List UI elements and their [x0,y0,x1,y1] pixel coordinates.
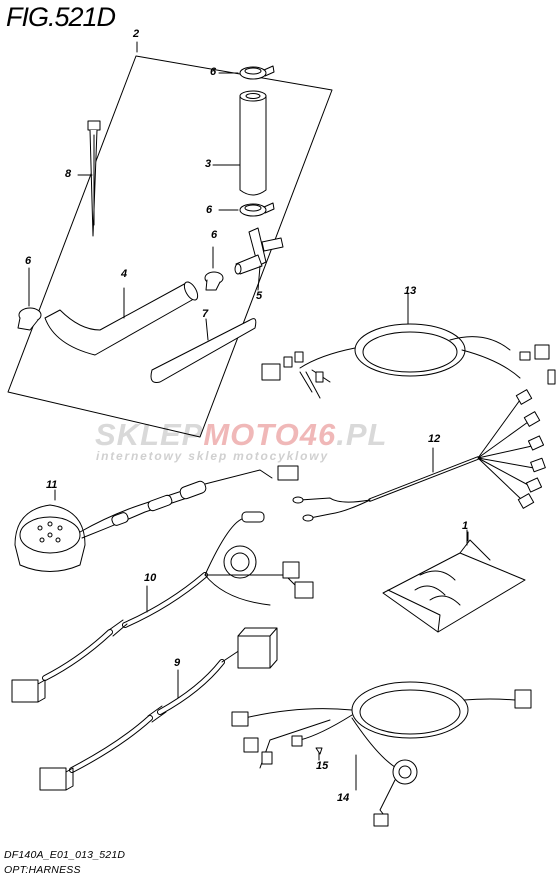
long-hose [150,318,257,383]
callout-4: 4 [121,268,128,280]
figure-title: FIG.521D [6,2,116,32]
figure-caption: OPT:HARNESS [4,864,81,876]
hose-clamp [17,267,42,331]
callout-3: 3 [205,158,212,170]
harness-14 [231,681,532,827]
straight-hose [212,90,267,196]
harness-10 [11,511,314,703]
callout-7: 7 [202,308,209,320]
callout-1: 1 [462,520,469,532]
callout-11: 11 [46,479,58,491]
hose-clamp [218,65,275,80]
parts-bag [382,529,526,633]
callout-12: 12 [428,433,441,445]
figure-code: DF140A_E01_013_521D [4,849,126,861]
buzzer-harness [14,465,299,572]
watermark-subtitle: internetowy sklep motocyklowy [96,449,329,463]
callout-6: 6 [211,229,218,241]
bent-hose [44,281,199,356]
callout-9: 9 [174,657,181,669]
callout-8: 8 [65,168,72,180]
harness-12 [292,389,546,522]
watermark-logo: SKLEPMOTO46.PL [95,417,388,452]
kit-outline [7,55,333,438]
callout-6: 6 [210,66,217,78]
harness-9 [39,627,278,791]
callout-10: 10 [144,572,157,584]
callout-6: 6 [25,255,32,267]
cable-tie [77,120,101,237]
callout-6: 6 [206,204,213,216]
callout-2: 2 [133,28,140,40]
harness-13 [261,293,556,399]
callout-14: 14 [337,792,350,804]
t-joint [234,227,284,291]
callout-15: 15 [316,760,329,772]
hose-clamp [218,202,275,217]
callout-5: 5 [256,290,263,302]
hose-clamp [204,246,224,291]
callout-13: 13 [404,285,417,297]
